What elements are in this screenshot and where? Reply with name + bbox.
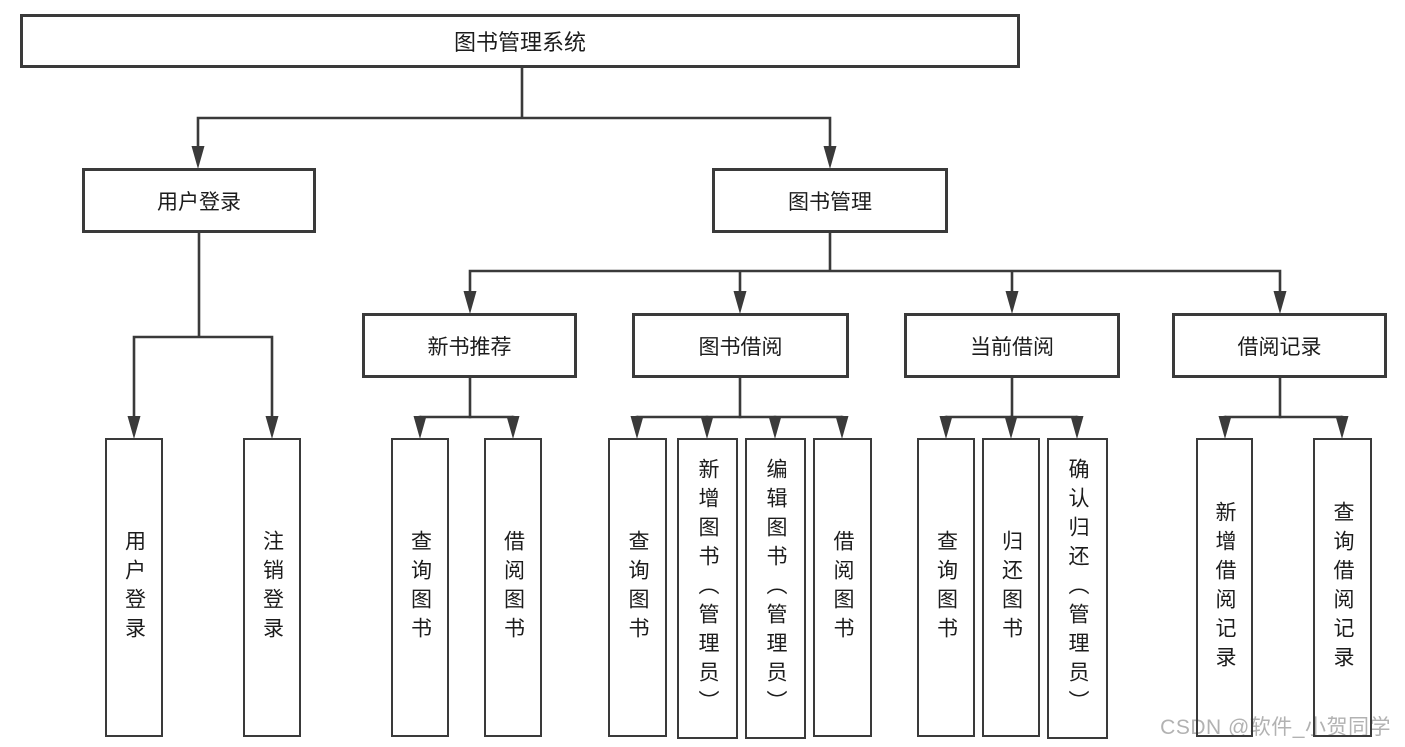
leaf-add-book-admin: 新增图书（管理员） [677, 438, 738, 739]
leaf-query-borrow-record: 查询借阅记录 [1313, 438, 1372, 737]
leaf-add-borrow-record: 新增借阅记录 [1196, 438, 1253, 737]
node-library-management-system: 图书管理系统 [20, 14, 1020, 68]
leaf-query-books-current: 查询图书 [917, 438, 975, 737]
leaf-borrow-books-recommend: 借阅图书 [484, 438, 542, 737]
leaf-query-books-borrow: 查询图书 [608, 438, 667, 737]
node-new-book-recommend: 新书推荐 [362, 313, 577, 378]
leaf-return-book: 归还图书 [982, 438, 1040, 737]
leaf-query-books-recommend: 查询图书 [391, 438, 449, 737]
leaf-confirm-return-admin: 确认归还（管理员） [1047, 438, 1108, 739]
arrowheads [127, 146, 1349, 439]
leaf-borrow-books: 借阅图书 [813, 438, 872, 737]
leaf-logout: 注销登录 [243, 438, 301, 737]
node-book-management: 图书管理 [712, 168, 948, 233]
node-book-borrow: 图书借阅 [632, 313, 849, 378]
node-borrow-records: 借阅记录 [1172, 313, 1387, 378]
leaf-user-login: 用户登录 [105, 438, 163, 737]
node-current-borrow: 当前借阅 [904, 313, 1120, 378]
leaf-edit-book-admin: 编辑图书（管理员） [745, 438, 806, 739]
node-user-login: 用户登录 [82, 168, 316, 233]
